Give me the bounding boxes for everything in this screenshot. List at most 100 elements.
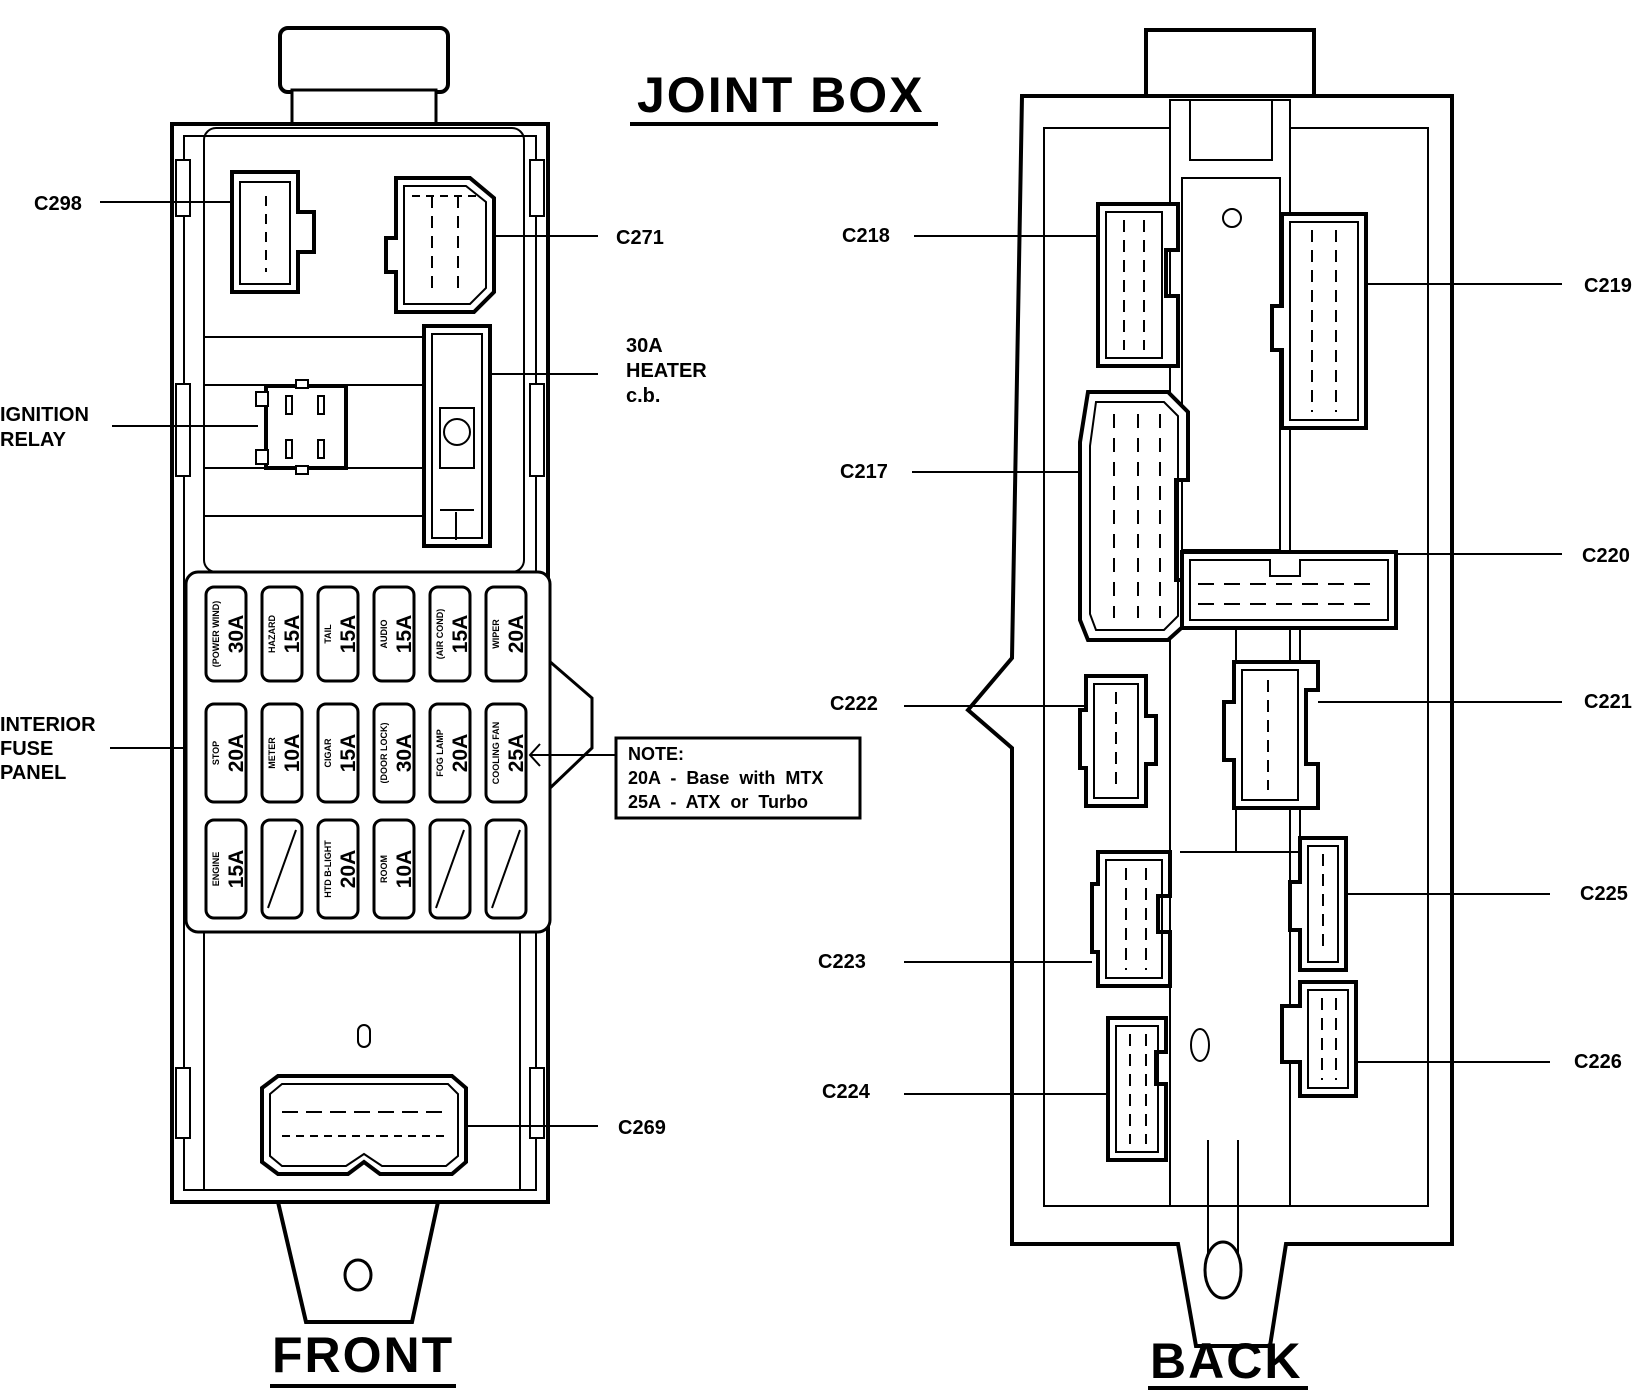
fuse-amperage: 25A: [505, 734, 528, 773]
fuse-name: (AIR COND): [435, 609, 445, 660]
fuse-name: HTD B-LIGHT: [323, 840, 333, 898]
ignition-relay: [255, 379, 348, 475]
label-c219: C219: [1584, 275, 1632, 297]
fuse-slot-empty: [428, 818, 472, 920]
back-mount-hole: [1203, 1240, 1243, 1300]
connector-c271: [384, 176, 496, 314]
fuse: WIPER 20A: [484, 585, 528, 683]
connector-c218: [1096, 202, 1180, 368]
label-c221: C221: [1584, 691, 1632, 713]
connector-c221: [1222, 660, 1320, 810]
label-c269: C269: [618, 1117, 666, 1139]
back-top-hole: [1222, 208, 1242, 228]
note-heading: NOTE:: [628, 744, 684, 764]
fuse-amperage: 15A: [337, 734, 360, 773]
note-line1: 20A - Base with MTX: [628, 768, 823, 788]
fuse-amperage: 20A: [449, 734, 472, 773]
connector-c269: [260, 1074, 468, 1176]
fuse-panel-bracket: [546, 658, 594, 792]
fuse-amperage: 15A: [337, 615, 360, 654]
heater-circuit-breaker: [422, 324, 492, 548]
fuse-amperage: 20A: [225, 734, 248, 773]
fuse-amperage: 10A: [281, 734, 304, 773]
note-frame: [614, 736, 862, 820]
fuse-name: (POWER WIND): [211, 601, 221, 668]
fuse-name: (DOOR LOCK): [379, 723, 389, 784]
fuse: (AIR COND) 15A: [428, 585, 472, 683]
label-heater-line3: c.b.: [626, 385, 660, 407]
label-c271: C271: [616, 227, 664, 249]
fuse-amperage: 20A: [505, 615, 528, 654]
label-fuse-panel-line1: INTERIOR: [0, 714, 96, 736]
fuse-name: STOP: [211, 741, 221, 765]
fuse-amperage: 15A: [281, 615, 304, 654]
label-c222: C222: [830, 693, 878, 715]
front-side-clips: [175, 159, 545, 1139]
fuse-name: HAZARD: [267, 615, 277, 653]
fuse-slot-empty: [260, 818, 304, 920]
fuse-name: COOLING FAN: [491, 722, 501, 785]
connector-c223: [1090, 850, 1172, 988]
fuse-amperage: 15A: [225, 850, 248, 889]
fuse-amperage: 30A: [393, 734, 416, 773]
label-c220: C220: [1582, 545, 1630, 567]
front-caption: FRONT: [272, 1327, 454, 1383]
connector-c298: [230, 170, 316, 294]
fuse: TAIL 15A: [316, 585, 360, 683]
fuse-name: CIGAR: [323, 738, 333, 768]
label-ignition-line1: IGNITION: [0, 404, 89, 426]
label-heater-line2: HEATER: [626, 360, 707, 382]
label-c225: C225: [1580, 883, 1628, 905]
front-view: (POWER WIND) 30A HAZARD 15A TAIL 15A AUDIO 1…: [0, 26, 707, 1388]
diagram-title: JOINT BOX: [637, 67, 924, 123]
label-fuse-panel-line3: PANEL: [0, 762, 66, 784]
front-top-tab: [278, 26, 450, 94]
note-box: NOTE: 20A - Base with MTX 25A - ATX or T…: [528, 736, 862, 820]
fuse: CIGAR 15A: [316, 702, 360, 804]
fuse-amperage: 15A: [449, 615, 472, 654]
fuse-amperage: 10A: [393, 850, 416, 889]
connector-c226: [1280, 980, 1358, 1098]
back-lower-slot: [1190, 1028, 1210, 1062]
label-c226: C226: [1574, 1051, 1622, 1073]
label-c298: C298: [34, 193, 82, 215]
fuse: (DOOR LOCK) 30A: [372, 702, 416, 804]
label-ignition-line2: RELAY: [0, 429, 67, 451]
connector-c220: [1180, 550, 1398, 630]
label-heater-line1: 30A: [626, 335, 663, 357]
fuse: ROOM 10A: [372, 818, 416, 920]
connector-c225: [1288, 836, 1348, 972]
connector-c219: [1270, 212, 1368, 430]
fuse-name: ROOM: [379, 855, 389, 883]
fuse-amperage: 15A: [393, 615, 416, 654]
front-top-neck: [290, 88, 438, 126]
front-mount-hole: [343, 1258, 373, 1292]
label-c217: C217: [840, 461, 888, 483]
fuse-name: WIPER: [491, 619, 501, 649]
fuse: (POWER WIND) 30A: [204, 585, 248, 683]
fuse: AUDIO 15A: [372, 585, 416, 683]
connector-c217: [1078, 390, 1190, 642]
fuse: HAZARD 15A: [260, 585, 304, 683]
fuse: HTD B-LIGHT 20A: [316, 818, 360, 920]
back-top-tab: [1144, 28, 1316, 102]
note-line2: 25A - ATX or Turbo: [628, 792, 808, 812]
back-top-channel: [1189, 99, 1273, 161]
fuse-amperage: 20A: [337, 850, 360, 889]
label-c224: C224: [822, 1081, 871, 1103]
fuse-name: FOG LAMP: [435, 729, 445, 777]
label-fuse-panel-line2: FUSE: [0, 738, 53, 760]
label-c223: C223: [818, 951, 866, 973]
fuse: FOG LAMP 20A: [428, 702, 472, 804]
fuse-name: TAIL: [323, 624, 333, 644]
connector-c222: [1078, 674, 1158, 808]
label-c218: C218: [842, 225, 890, 247]
fuse-amperage: 30A: [225, 615, 248, 654]
connector-c224: [1106, 1016, 1168, 1162]
back-caption: BACK: [1150, 1333, 1302, 1389]
fuse-name: AUDIO: [379, 620, 389, 649]
